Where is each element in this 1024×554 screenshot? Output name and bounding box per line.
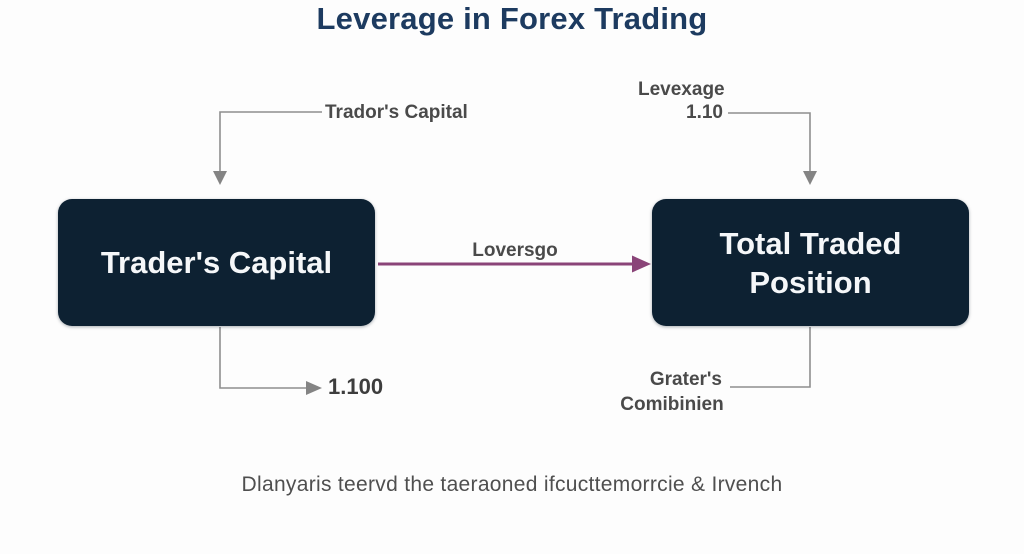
annotation-bottom-right-line1: Grater's [649, 369, 722, 390]
arrowhead-right-icon [632, 255, 651, 273]
connector-line [730, 327, 811, 388]
annotation-top-left: Trador's Capital [325, 102, 468, 123]
connector-line [219, 327, 306, 389]
annotation-bottom-right-line2: Comibinien [620, 394, 724, 415]
connector-bottom-right [730, 327, 811, 388]
node-total-traded-position: Total Traded Position [652, 199, 969, 326]
page-title: Leverage in Forex Trading [316, 1, 708, 36]
annotation-top-right-line1: Levexage [638, 79, 725, 100]
node-label-line1: Total Traded [719, 225, 902, 261]
connector-top-left [213, 111, 322, 185]
annotation-bottom-left: 1.100 [328, 374, 384, 399]
connector-bottom-left [219, 327, 322, 395]
annotation-top-right-line2: 1.10 [686, 102, 723, 123]
flow-arrow-label: Loversgo [472, 240, 558, 261]
leverage-flow-arrow [378, 255, 651, 273]
connector-line [219, 111, 322, 173]
node-label: Trader's Capital [100, 245, 333, 280]
arrowhead-down-icon [803, 171, 817, 185]
node-label-line2: Position [749, 264, 872, 300]
arrowhead-down-icon [213, 171, 227, 185]
connector-line [728, 112, 811, 173]
caption-text: Dlanyaris teervd the taeraoned ifcucttem… [241, 473, 783, 496]
arrowhead-right-icon [306, 381, 322, 395]
node-traders-capital: Trader's Capital [58, 199, 375, 326]
connector-top-right [728, 112, 817, 185]
